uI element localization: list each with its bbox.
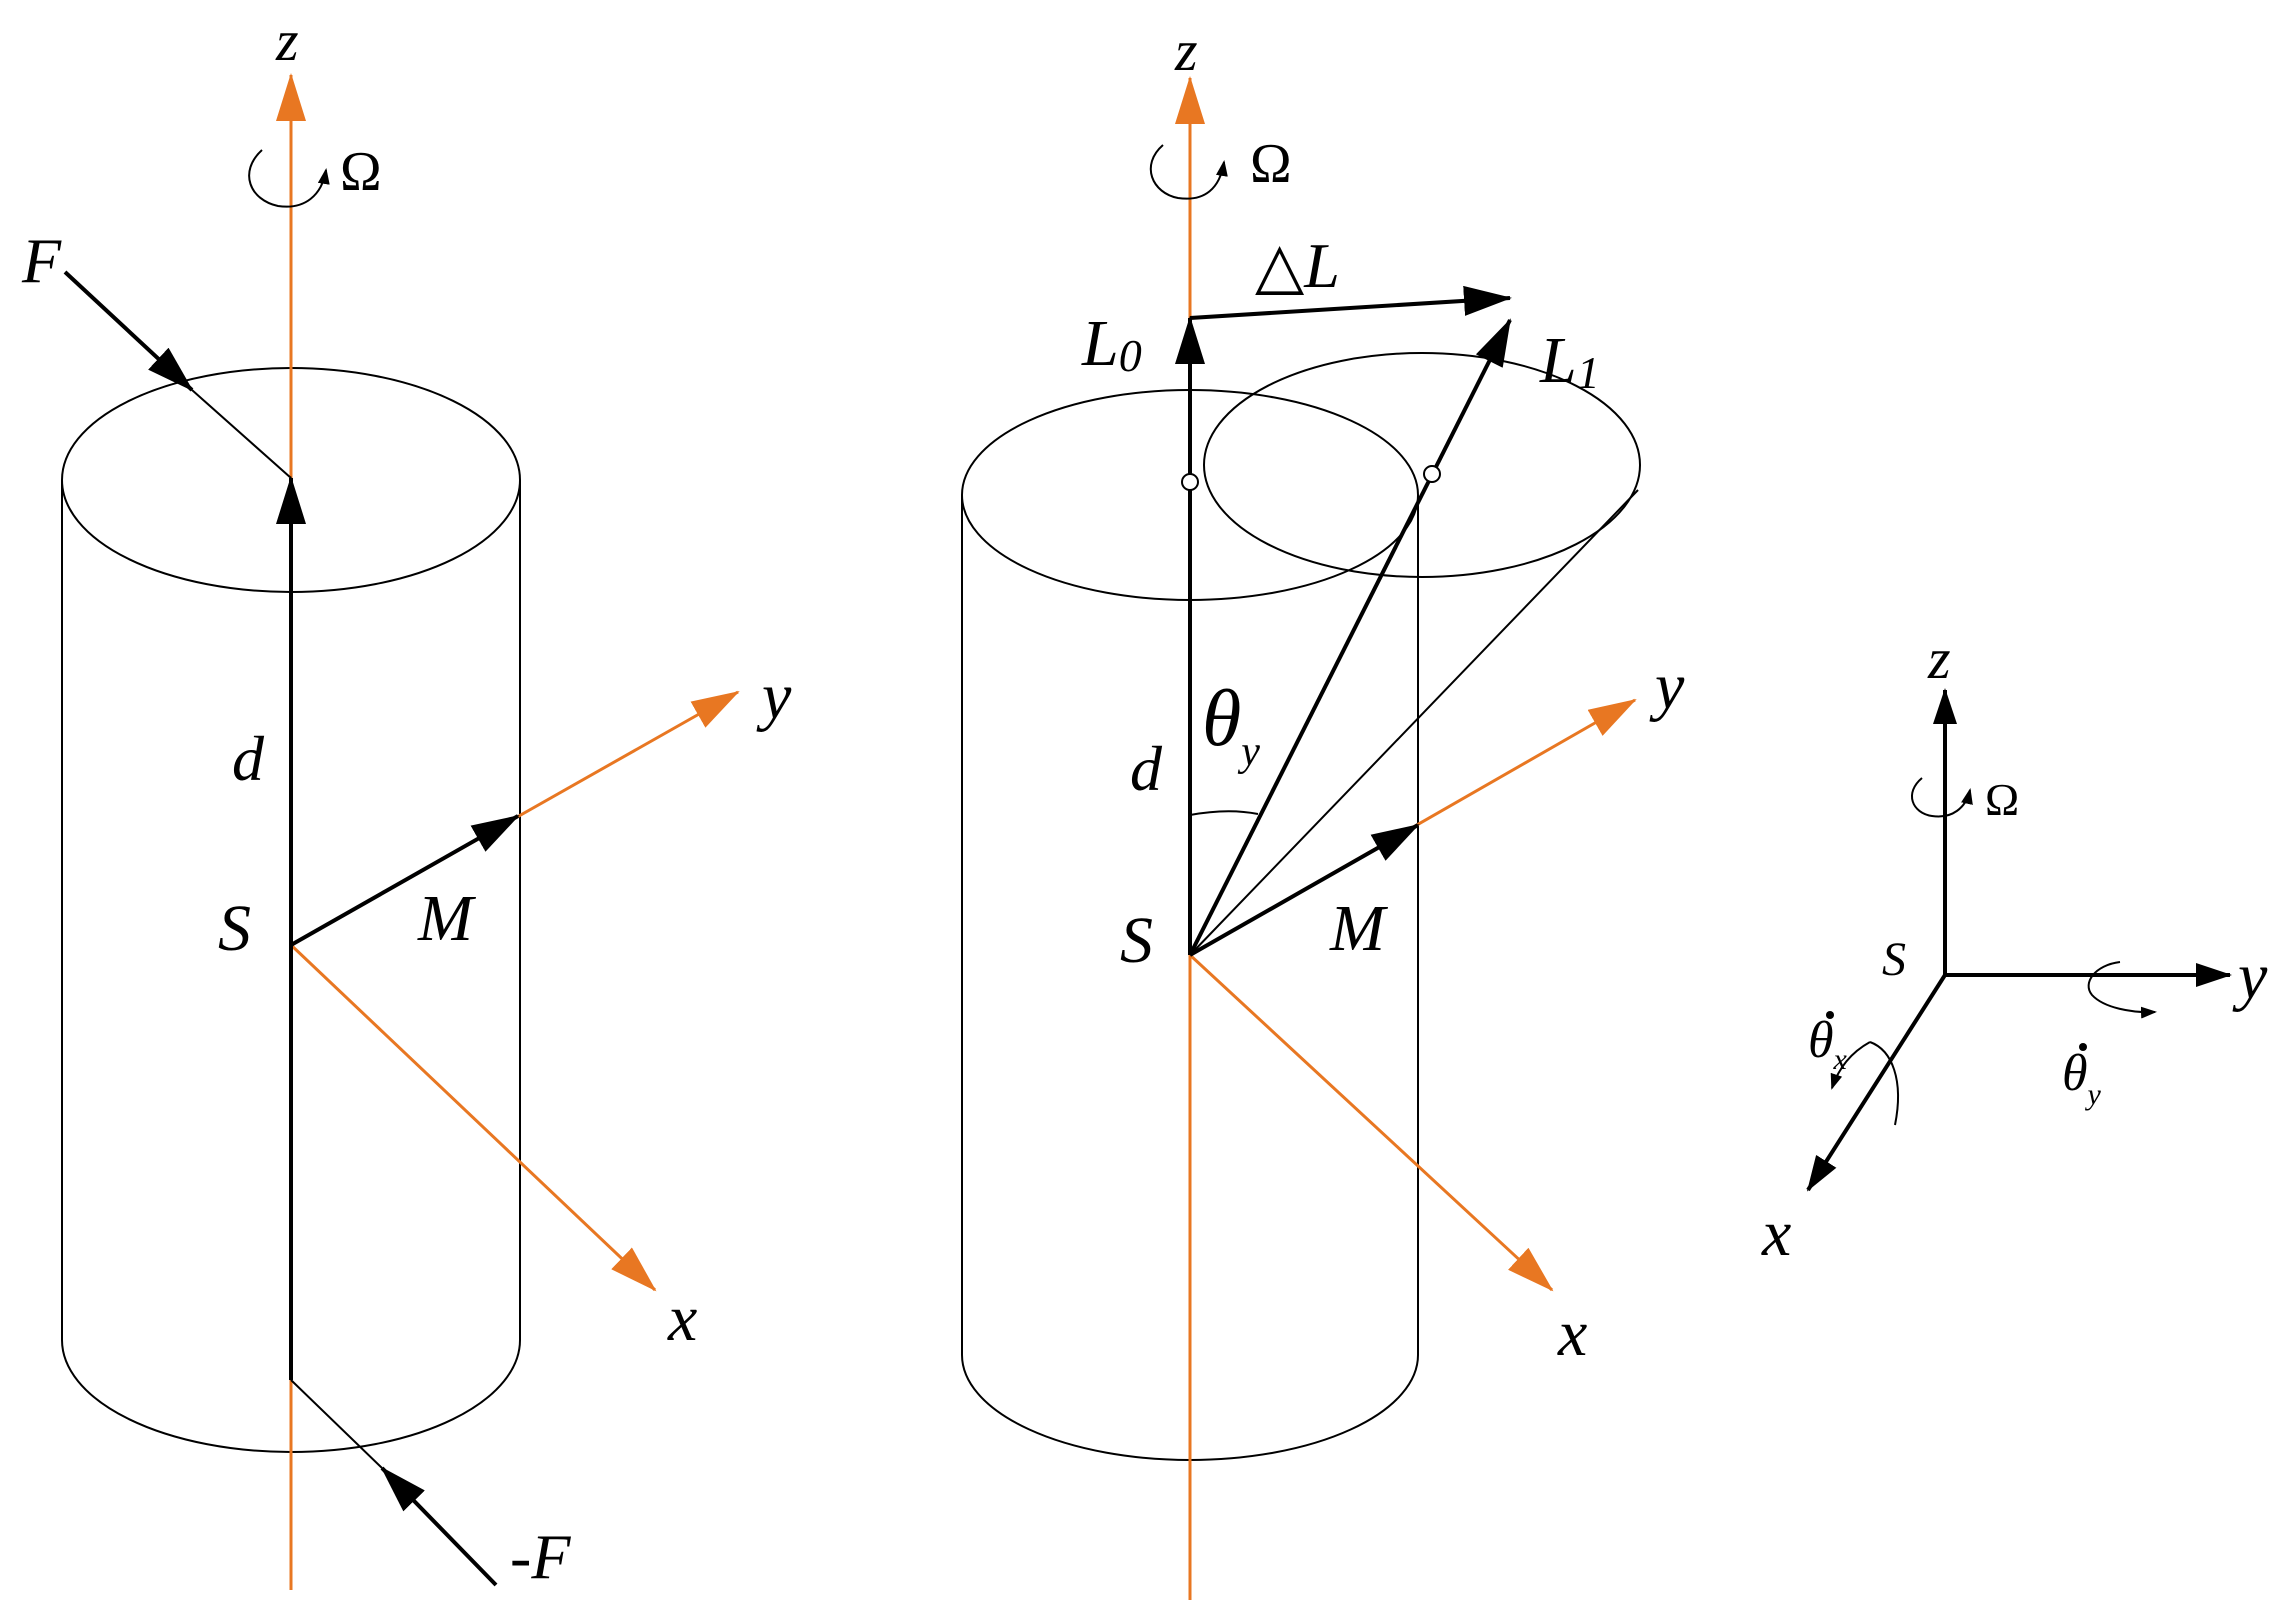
left-z-label: z <box>275 8 299 73</box>
left-F-force <box>63 270 292 479</box>
middle-M-vector <box>1189 823 1420 957</box>
middle-z-label: z <box>1174 18 1198 83</box>
middle-L0-point <box>1181 473 1199 491</box>
middle-L1-label: L1 <box>1539 324 1600 398</box>
right-y-label: y <box>2232 940 2268 1013</box>
middle-S-label: S <box>1120 904 1153 977</box>
left-F-label: F <box>21 225 62 296</box>
middle-deltaL-label: △L <box>1255 230 1340 301</box>
left-diagram: z Ω F y d S M x -F <box>21 8 792 1592</box>
left-d-label: d <box>232 723 265 794</box>
right-x-label: x <box>1761 1197 1791 1270</box>
right-thetadot-x-rotation-icon <box>1832 1041 1899 1126</box>
middle-deltaL-vector <box>1189 285 1512 320</box>
left-y-label: y <box>756 660 792 733</box>
middle-tilted-top-ellipse <box>1189 352 1641 956</box>
left-S-label: S <box>218 892 251 965</box>
middle-d-label: d <box>1130 733 1163 804</box>
left-x-label: x <box>667 1282 697 1355</box>
left-negF-force <box>290 1379 498 1587</box>
left-negF-label: -F <box>510 1521 571 1592</box>
middle-x-label: x <box>1557 1297 1587 1370</box>
right-x-axis <box>1806 973 1947 1192</box>
right-thetadot-y-label: θy <box>2062 1043 2102 1111</box>
left-omega-rotation-icon <box>248 149 330 208</box>
middle-theta-arc <box>1189 810 1259 816</box>
middle-theta-label: θy <box>1202 675 1260 775</box>
left-M-label: M <box>417 882 477 955</box>
svg-text:θy: θy <box>2062 1045 2102 1111</box>
middle-x-axis <box>1188 953 1554 1292</box>
right-S-label: S <box>1882 933 1906 986</box>
middle-diagram: z Ω △L L0 L1 θy y d S M x <box>961 18 1685 1600</box>
left-x-axis <box>289 943 657 1292</box>
svg-text:θx: θx <box>1808 1012 1848 1076</box>
right-thetadot-y-rotation-icon <box>2087 961 2157 1019</box>
right-coordinate-frame: z Ω S y x θx θy <box>1761 626 2268 1270</box>
middle-M-label: M <box>1329 892 1389 965</box>
right-omega-rotation-icon <box>1911 777 1973 818</box>
middle-omega-rotation-icon <box>1149 144 1228 200</box>
middle-L1-vector <box>1188 318 1512 956</box>
middle-y-label: y <box>1649 650 1685 723</box>
left-M-vector <box>290 814 520 947</box>
middle-L0-label: L0 <box>1081 307 1142 381</box>
middle-L1-point <box>1423 465 1441 483</box>
middle-omega-label: Ω <box>1250 133 1292 195</box>
left-omega-label: Ω <box>340 141 382 203</box>
right-z-label: z <box>1927 626 1951 691</box>
right-omega-label: Ω <box>1985 774 2019 825</box>
right-thetadot-x-label: θx <box>1808 1011 1848 1076</box>
